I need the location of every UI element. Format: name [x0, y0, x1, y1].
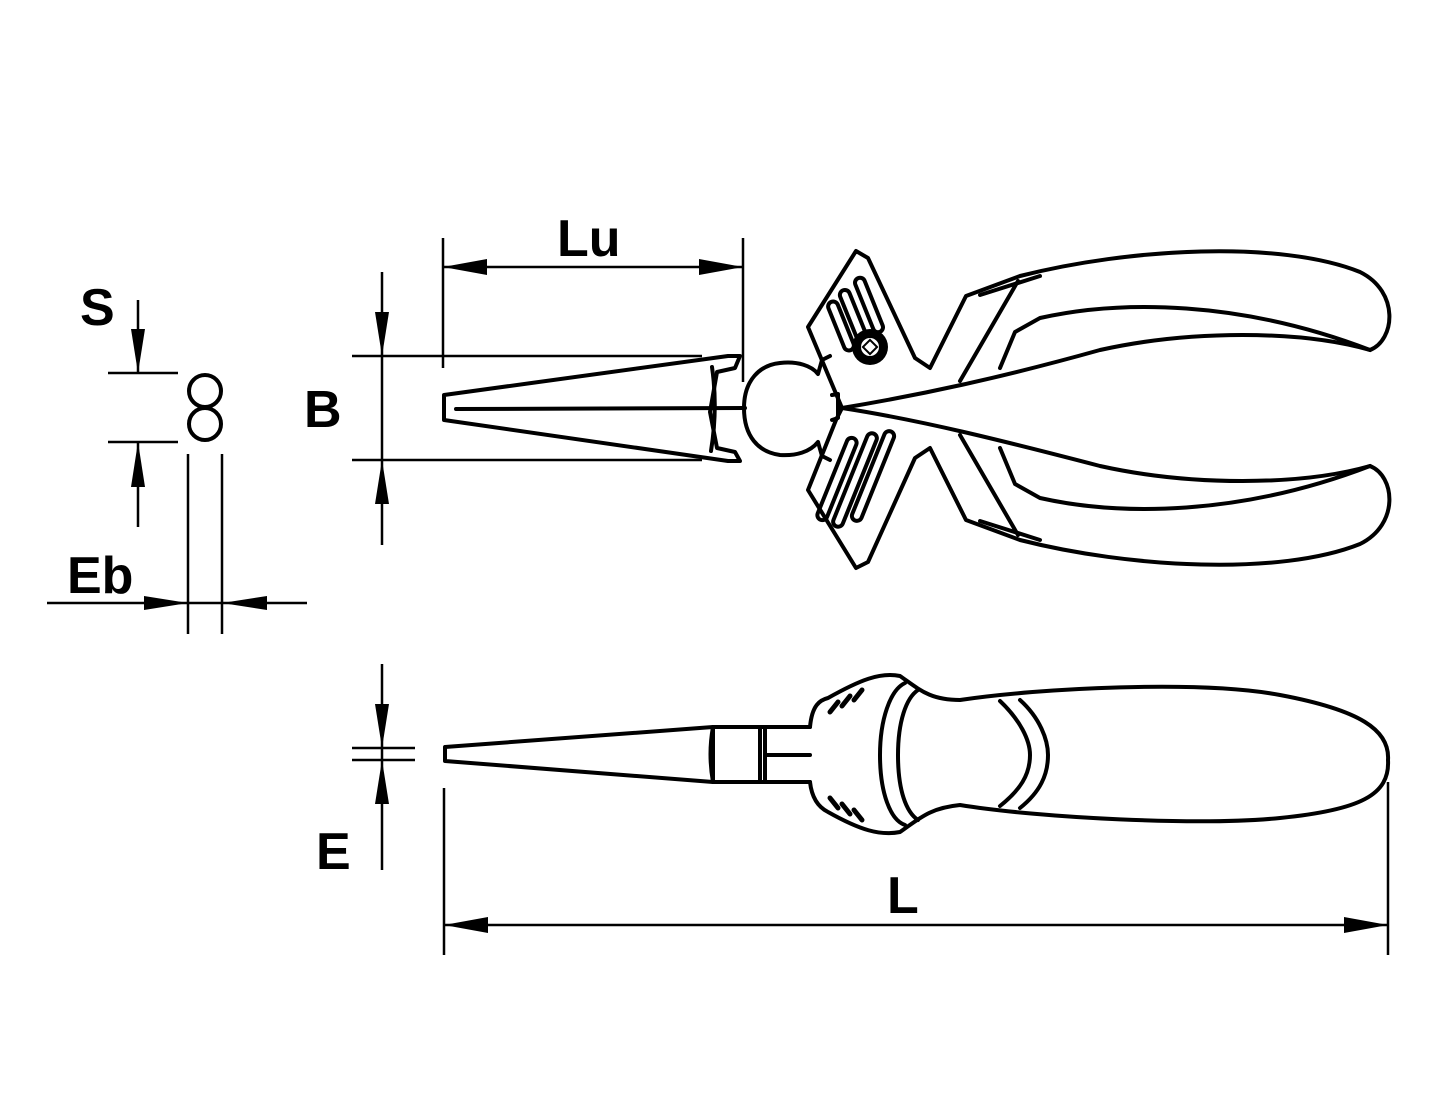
tip-cross-section: [187, 373, 223, 442]
lower-handle-outline: [806, 406, 1392, 570]
label-s: S: [80, 279, 115, 337]
jaw-split-line: [454, 406, 747, 411]
arrow-down-icon: [375, 312, 389, 356]
upper-slot: [826, 299, 856, 353]
side-handle-band: [998, 699, 1032, 808]
dimension-l: [442, 782, 1390, 955]
upper-slot: [853, 275, 885, 335]
dimension-eb: [47, 454, 307, 634]
arrow-left-icon: [443, 259, 487, 275]
label-e: E: [316, 823, 351, 881]
dimension-lu: [441, 238, 745, 382]
pliers-side-view: [443, 673, 1391, 836]
lower-slot: [849, 429, 897, 523]
upper-handle-grip: [978, 274, 1372, 370]
dimension-s: [108, 300, 178, 527]
arrow-up-icon: [375, 460, 389, 504]
dimension-b: [352, 272, 702, 545]
arrow-up-icon: [131, 442, 145, 487]
pliers-top-view: [442, 249, 1392, 570]
arrow-right-icon: [1344, 917, 1388, 933]
side-handle-ring-inner: [896, 688, 920, 822]
label-b: B: [304, 381, 342, 439]
arrow-right-icon: [144, 596, 188, 610]
arrow-left-icon: [444, 917, 488, 933]
label-l: L: [887, 867, 919, 925]
side-handle-band: [1018, 698, 1050, 810]
side-nose: [443, 725, 715, 784]
label-eb: Eb: [67, 547, 134, 605]
lower-handle-grip: [978, 446, 1372, 542]
pliers-joint: [742, 354, 832, 462]
side-grip-ridges: [827, 687, 865, 823]
arrow-up-icon: [375, 760, 389, 804]
side-handle-outline: [808, 673, 1391, 836]
jaw-edge: [709, 365, 717, 453]
label-lu: Lu: [557, 210, 621, 268]
arrow-down-icon: [375, 704, 389, 748]
cross-section-circle-bottom: [187, 406, 223, 442]
arrow-left-icon: [222, 596, 267, 610]
arrow-down-icon: [131, 329, 145, 373]
dimension-e: [352, 664, 415, 870]
lower-slot: [831, 431, 879, 529]
side-handle-ring: [878, 681, 907, 827]
lower-handle-band: [958, 433, 1020, 537]
upper-handle-band: [958, 279, 1020, 383]
cross-section-circle-top: [187, 373, 223, 409]
lower-slot: [815, 435, 859, 523]
arrow-right-icon: [699, 259, 743, 275]
